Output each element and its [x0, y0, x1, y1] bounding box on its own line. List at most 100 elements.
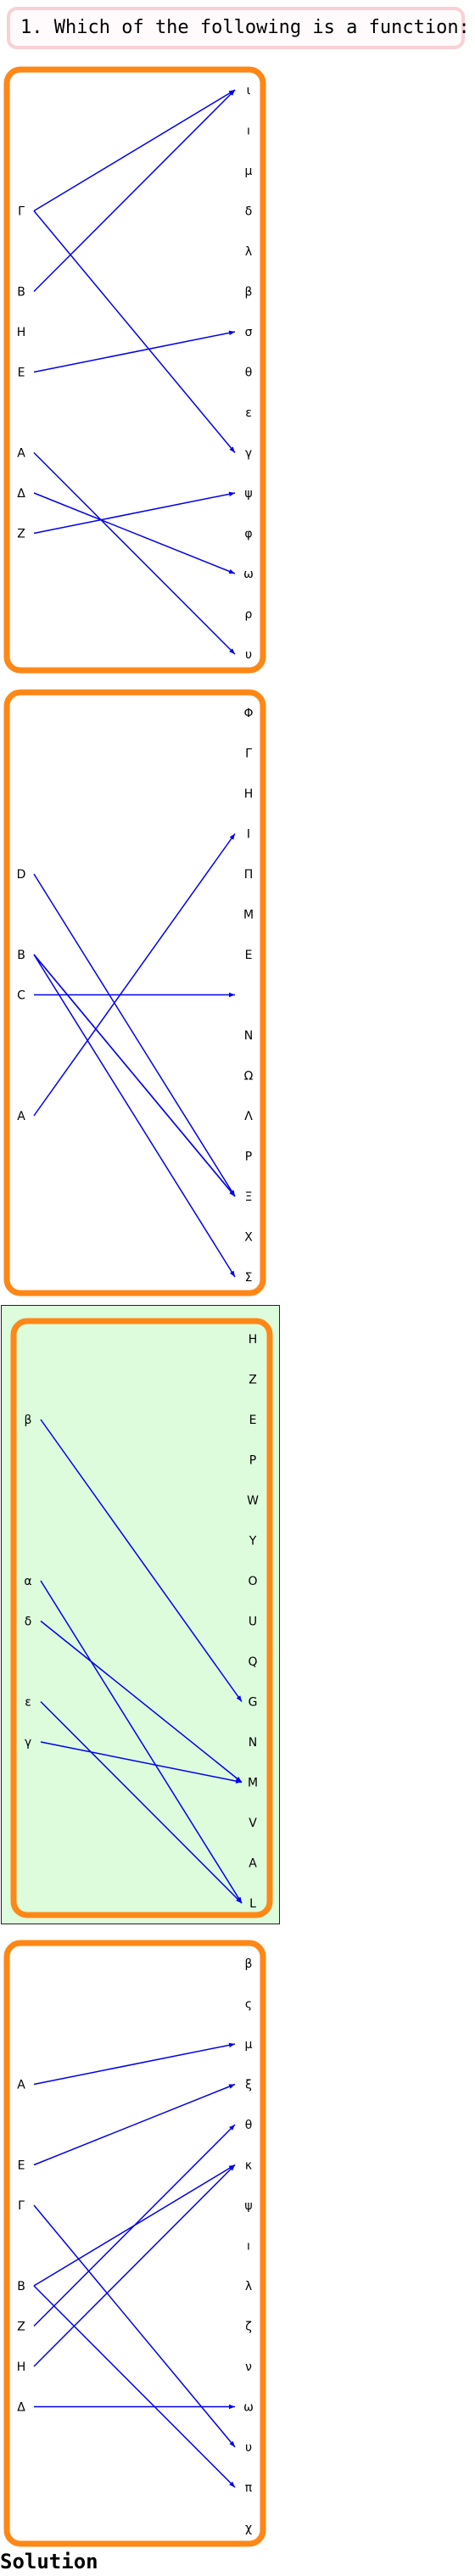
codomain-label: β	[245, 1957, 253, 1971]
domain-label: E	[18, 367, 25, 380]
selected-answer-highlight[interactable]	[1, 1305, 280, 1924]
domain-label: Δ	[17, 487, 25, 501]
codomain-label: δ	[245, 205, 253, 219]
mapping-arrow	[33, 954, 236, 1278]
mapping-arrow	[33, 2124, 236, 2327]
panel-frame	[10, 1318, 273, 1918]
codomain-label: γ	[245, 447, 252, 461]
codomain-label: V	[249, 1817, 257, 1830]
domain-label: ε	[25, 1696, 31, 1710]
domain-label: Γ	[18, 205, 25, 219]
solution-heading: Solution	[0, 2550, 98, 2573]
domain-label: Z	[17, 2321, 25, 2334]
codomain-label: P	[245, 1151, 252, 1164]
codomain-label: σ	[245, 326, 253, 339]
mapping-arrow	[40, 1419, 243, 1702]
codomain-label: Π	[244, 868, 254, 882]
codomain-label: H	[244, 787, 254, 801]
codomain-label: ε	[245, 406, 252, 420]
panel-frame	[3, 66, 266, 674]
mapping-arrow	[33, 451, 236, 655]
codomain-label: Σ	[245, 1271, 253, 1285]
mapping-arrow	[33, 491, 236, 535]
panel-frame	[3, 1940, 266, 2547]
codomain-label: Y	[249, 1535, 257, 1548]
codomain-label: ı	[247, 125, 250, 138]
codomain-label: υ	[245, 648, 252, 662]
panel-frame	[3, 689, 266, 1296]
mapping-arrow	[33, 954, 236, 1197]
codomain-label: L	[249, 1897, 256, 1911]
codomain-label: E	[249, 1414, 257, 1427]
codomain-label: μ	[245, 2038, 253, 2052]
codomain-label: G	[249, 1696, 258, 1710]
mapping-arrow	[33, 330, 236, 373]
mapping-arrow	[40, 1741, 243, 1784]
mapping-arrow	[33, 89, 236, 212]
codomain-label: λ	[245, 2280, 252, 2293]
codomain-label: Ξ	[245, 1190, 253, 1204]
codomain-label: χ	[245, 2522, 252, 2535]
codomain-label: β	[245, 286, 253, 300]
domain-label: A	[17, 447, 25, 461]
codomain-label: ρ	[245, 608, 253, 622]
codomain-label: O	[248, 1575, 257, 1588]
codomain-label: υ	[245, 2441, 252, 2455]
codomain-label: κ	[245, 2159, 252, 2173]
codomain-label: I	[247, 828, 250, 842]
mapping-arrow	[33, 2083, 236, 2166]
codomain-label: Ω	[244, 1070, 254, 1084]
codomain-label: M	[248, 1777, 258, 1790]
domain-label: Γ	[18, 2199, 25, 2213]
domain-label: C	[17, 989, 25, 1003]
domain-label: Z	[17, 528, 25, 541]
codomain-label: N	[244, 1029, 253, 1043]
mapping-arrow	[33, 2285, 236, 2489]
domain-label: B	[17, 949, 25, 962]
mapping-arrow	[33, 89, 236, 293]
mapping-arrow	[33, 873, 236, 1197]
codomain-label: π	[245, 2482, 253, 2495]
mapping-arrow	[33, 2204, 236, 2448]
domain-label: H	[17, 326, 26, 339]
mapping-arrow	[40, 1580, 243, 1904]
codomain-label: E	[245, 949, 253, 962]
domain-label: D	[17, 868, 26, 882]
codomain-label: Λ	[244, 1110, 253, 1123]
codomain-label: A	[249, 1857, 257, 1871]
mapping-arrow	[33, 2164, 236, 2367]
codomain-label: ς	[245, 1998, 252, 2012]
codomain-label: ı	[247, 2240, 250, 2254]
mapping-arrow	[40, 1620, 243, 1784]
codomain-label: ξ	[245, 2079, 252, 2092]
codomain-label: φ	[244, 528, 252, 541]
codomain-label: Φ	[243, 707, 253, 720]
codomain-label: λ	[245, 245, 252, 259]
domain-label: B	[17, 286, 25, 300]
codomain-label: U	[249, 1616, 257, 1629]
domain-label: Δ	[17, 2401, 25, 2415]
mapping-arrow	[33, 210, 236, 453]
mapping-panel-2[interactable]: Φ Γ H I Π M E N Ω Λ P Ξ X Σ D B C A	[3, 689, 266, 1296]
domain-label: γ	[25, 1736, 31, 1750]
codomain-label: N	[249, 1736, 257, 1750]
codomain-label: X	[244, 1231, 253, 1245]
mapping-arrow	[33, 2042, 236, 2086]
codomain-label: W	[247, 1494, 259, 1508]
mapping-arrow	[33, 833, 236, 1117]
domain-label: B	[17, 2280, 25, 2293]
codomain-label: M	[243, 909, 254, 922]
codomain-label: H	[249, 1333, 258, 1347]
codomain-label: θ	[245, 2119, 253, 2132]
question-text: 1. Which of the following is a function:	[7, 7, 470, 49]
codomain-label: ζ	[245, 2321, 252, 2334]
codomain-label: Z	[249, 1374, 257, 1387]
domain-label: A	[17, 1110, 25, 1123]
codomain-label: ψ	[244, 487, 252, 501]
domain-label: α	[24, 1575, 31, 1588]
codomain-label: Γ	[245, 748, 252, 761]
